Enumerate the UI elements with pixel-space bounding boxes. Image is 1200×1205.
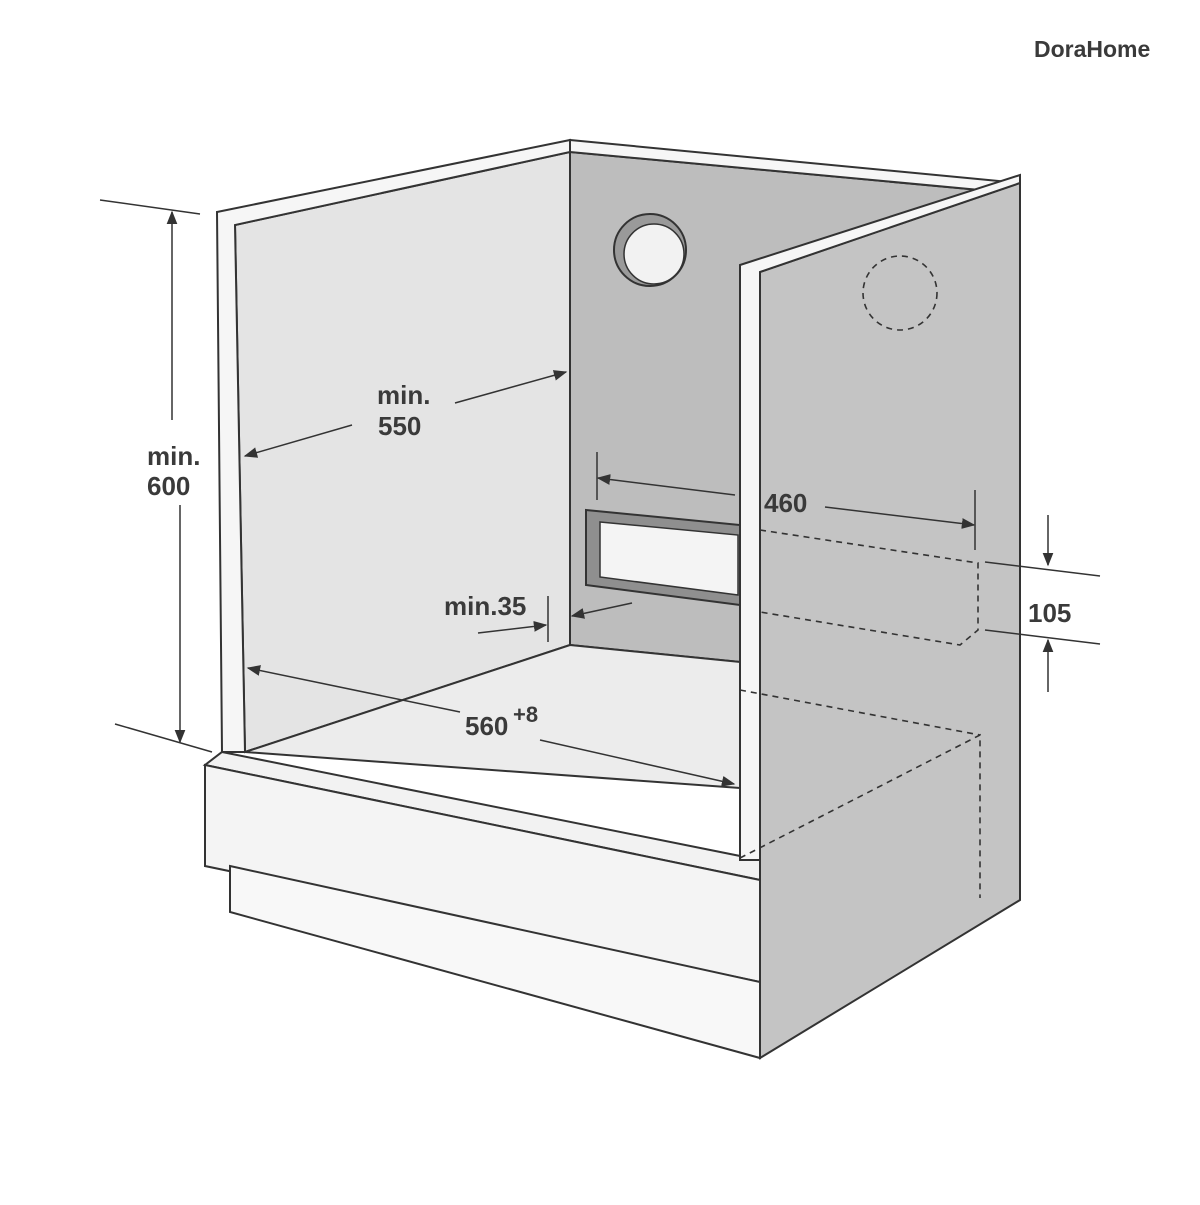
- dimension-depth: [243, 370, 568, 458]
- gap-label: min.35: [444, 591, 526, 621]
- depth-label: min.: [377, 380, 430, 410]
- dimension-cutout-height: [984, 515, 1101, 692]
- width-tolerance: +8: [513, 702, 538, 727]
- cutout-width-value: 460: [764, 488, 807, 518]
- hidden-lines: [739, 255, 981, 898]
- brand-logo: DoraHome: [1034, 36, 1150, 62]
- dimension-cutout-width: [596, 452, 976, 550]
- height-value: 600: [147, 471, 190, 501]
- right-panel-edge: [739, 173, 1021, 861]
- depth-value: 550: [378, 411, 421, 441]
- logo-text: DoraHome: [1034, 36, 1150, 62]
- width-value: 560: [465, 711, 508, 741]
- vent-hole: [613, 213, 687, 287]
- ventilation-cutout: [585, 508, 741, 607]
- right-side-panel: [759, 181, 1021, 1060]
- dimension-gap: [477, 596, 633, 642]
- height-label: min.: [147, 441, 200, 471]
- dimension-height: [99, 199, 213, 753]
- cutout-height-value: 105: [1028, 598, 1071, 628]
- dimension-width: [246, 665, 736, 787]
